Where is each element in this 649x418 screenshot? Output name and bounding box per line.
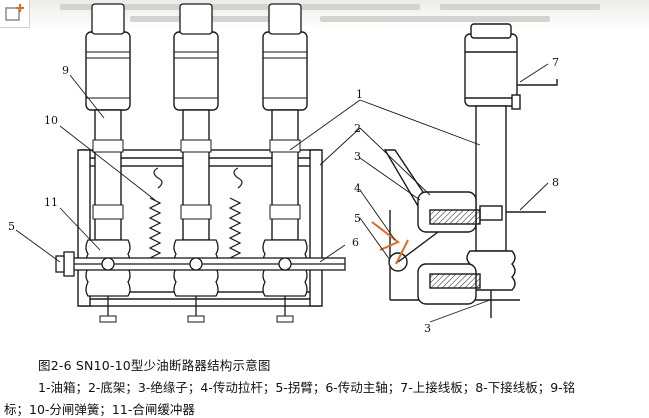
callout-3-bottom: 3: [424, 322, 431, 335]
callout-7: 7: [552, 56, 559, 69]
callout-1: 1: [356, 88, 363, 101]
callout-11: 11: [44, 196, 58, 209]
callout-2: 2: [354, 122, 361, 135]
callout-6: 6: [352, 236, 359, 249]
figure-caption-title: 图2-6 SN10-10型少油断路器结构示意图: [38, 358, 271, 373]
callout-5-left: 5: [8, 220, 15, 233]
callout-4: 4: [354, 182, 361, 195]
pole-middle: [173, 31, 219, 323]
leader-lines: [15, 63, 549, 323]
add-image-icon[interactable]: [0, 0, 30, 28]
opening-springs: [148, 167, 243, 259]
pole-left: [85, 31, 131, 323]
callout-9: 9: [62, 64, 69, 77]
accent-links: [371, 221, 409, 265]
figure-legend-line-1: 1-油箱；2-底架；3-绝缘子；4-传动拉杆；5-拐臂；6-传动主轴；7-上接线…: [38, 380, 576, 395]
figure-legend-line-2: 标；10-分闸弹簧；11-合闸缓冲器: [4, 402, 195, 417]
side-view: [383, 23, 558, 318]
callout-5: 5: [354, 212, 361, 225]
callout-3: 3: [354, 150, 361, 163]
pole-right: [262, 31, 308, 323]
callout-10: 10: [44, 114, 58, 127]
callout-8: 8: [552, 176, 559, 189]
circuit-breaker-diagram: 1 2 3 4 5 6 7 8 9 10 11 5 3: [8, 3, 559, 335]
transmission-shaft: [55, 251, 346, 277]
